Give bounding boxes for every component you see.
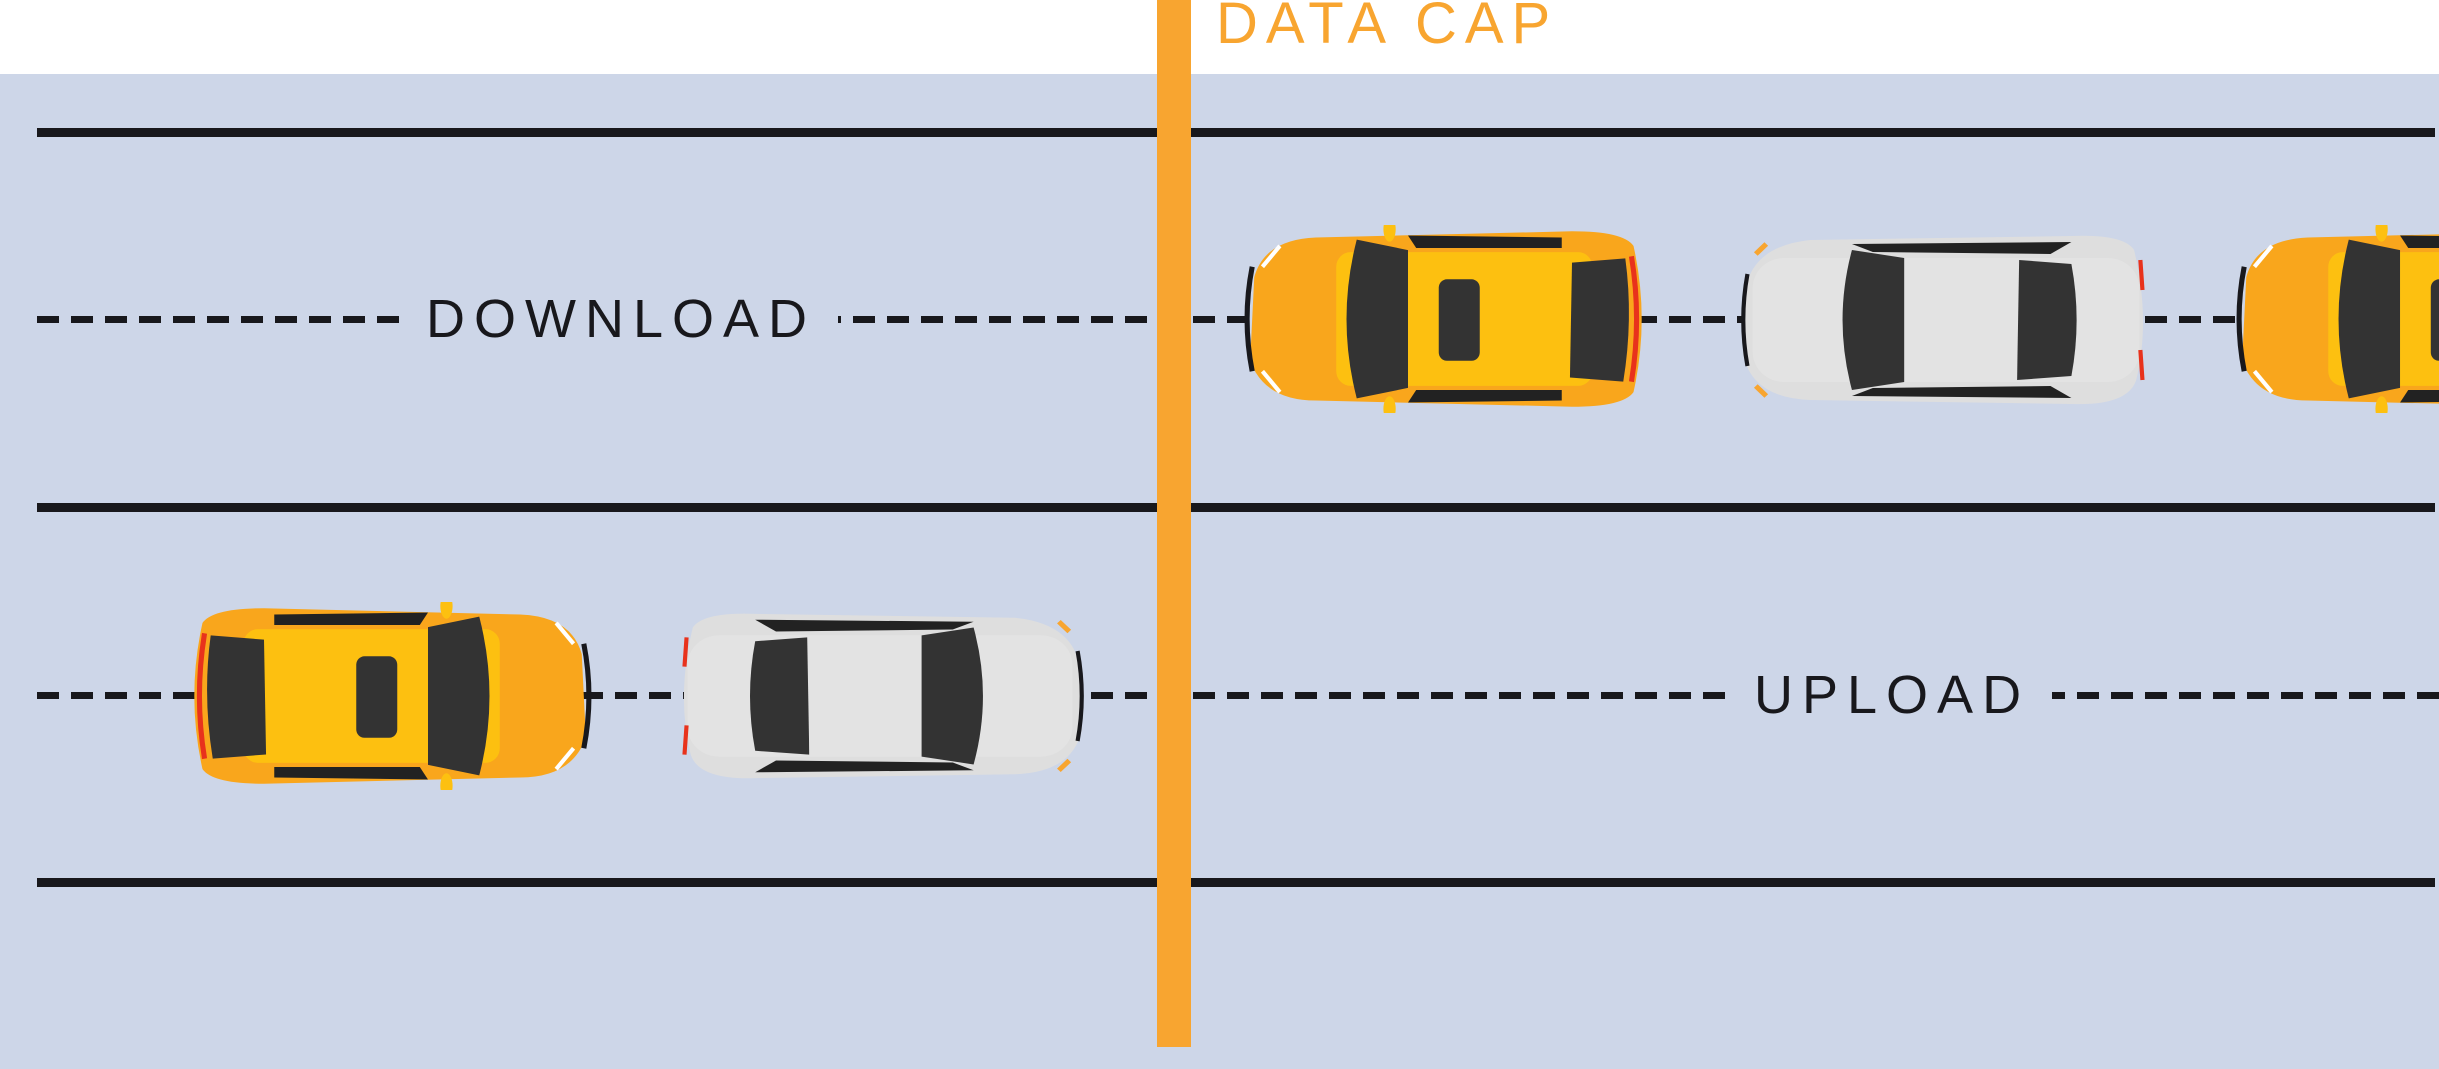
data-cap-label: DATA CAP <box>1216 0 1559 56</box>
road <box>0 74 2439 1069</box>
lane-line-bottom <box>37 878 2435 887</box>
upload-label: UPLOAD <box>1732 665 2053 725</box>
upload-lane-divider <box>37 692 2439 699</box>
download-label: DOWNLOAD <box>404 289 839 349</box>
lane-line-middle <box>37 503 2435 512</box>
yellow-car-download <box>1244 225 1654 413</box>
download-lane-divider <box>37 316 2439 323</box>
yellow-car-upload <box>182 602 592 790</box>
data-cap-bar <box>1157 0 1191 1047</box>
lane-line-top <box>37 128 2435 137</box>
white-car-upload <box>672 608 1088 784</box>
white-car-download <box>1737 230 2155 410</box>
yellow-car-download-partial <box>2236 225 2439 413</box>
